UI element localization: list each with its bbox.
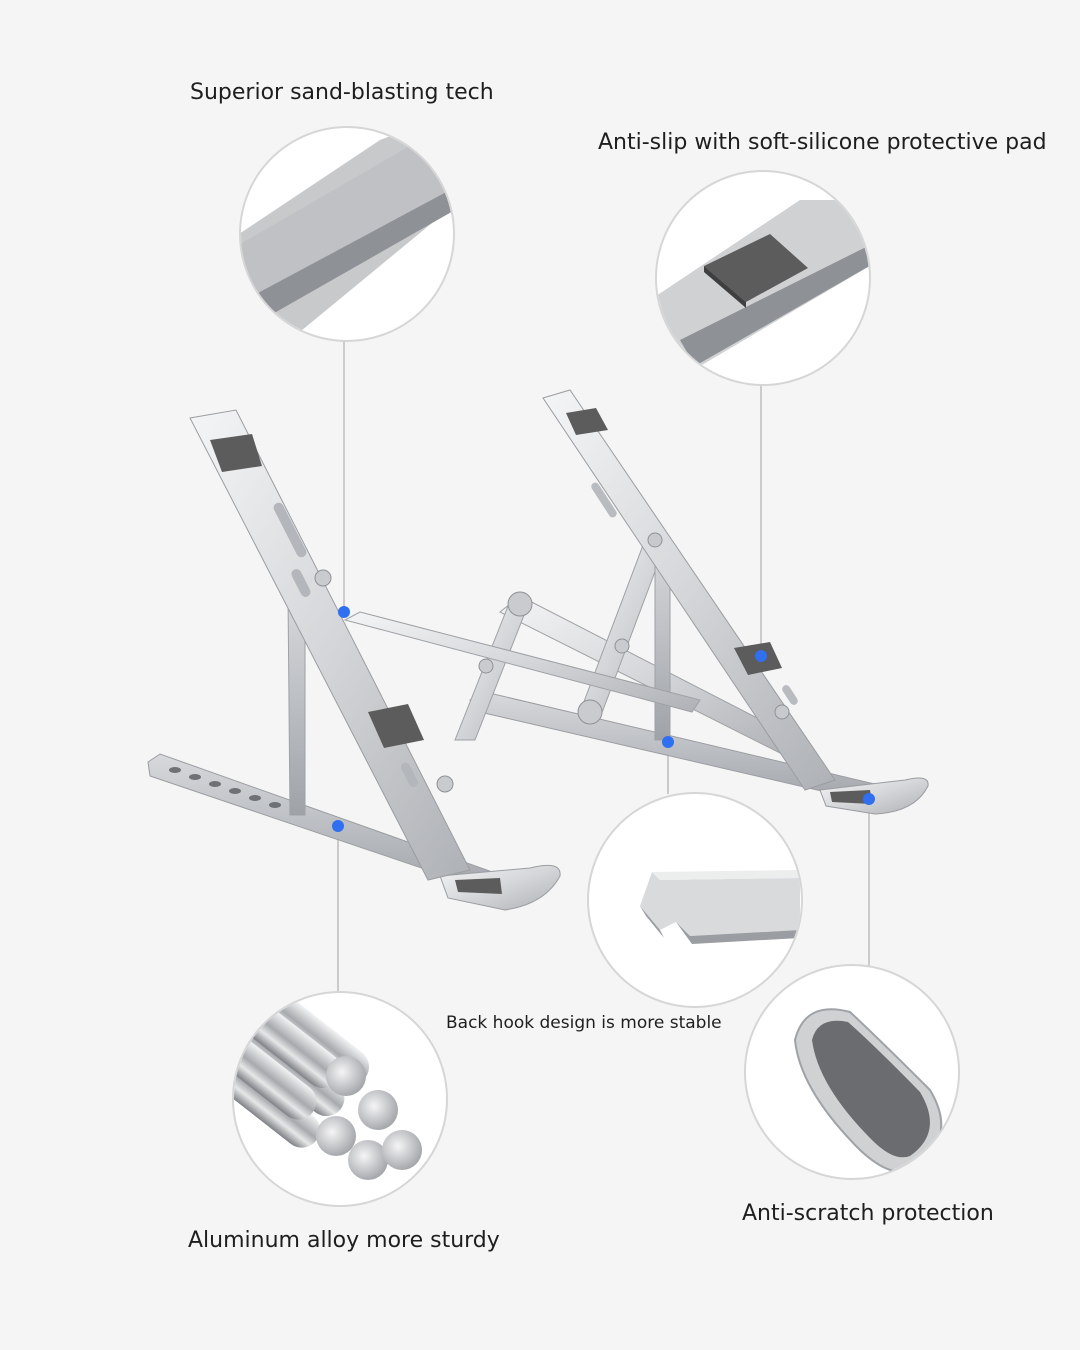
anti-scratch-label: Anti-scratch protection xyxy=(742,1201,994,1226)
marker-dot xyxy=(338,606,350,618)
aluminum-alloy-label: Aluminum alloy more sturdy xyxy=(188,1228,500,1253)
anti-scratch-detail-circle xyxy=(744,964,960,1180)
sand-blasting-label: Superior sand-blasting tech xyxy=(190,80,494,105)
laptop-stand xyxy=(147,389,929,911)
marker-dot xyxy=(662,736,674,748)
marker-dot xyxy=(863,793,875,805)
anti-slip-label: Anti-slip with soft-silicone protective … xyxy=(598,130,1047,155)
sand-blasting-detail-circle xyxy=(239,126,455,342)
anti-slip-detail-circle xyxy=(655,170,871,386)
back-hook-detail-circle xyxy=(587,792,803,1008)
aluminum-rods-detail-circle xyxy=(232,991,448,1207)
marker-dot xyxy=(332,820,344,832)
feature-markers xyxy=(332,606,875,832)
marker-dot xyxy=(755,650,767,662)
back-hook-label: Back hook design is more stable xyxy=(446,1013,722,1033)
